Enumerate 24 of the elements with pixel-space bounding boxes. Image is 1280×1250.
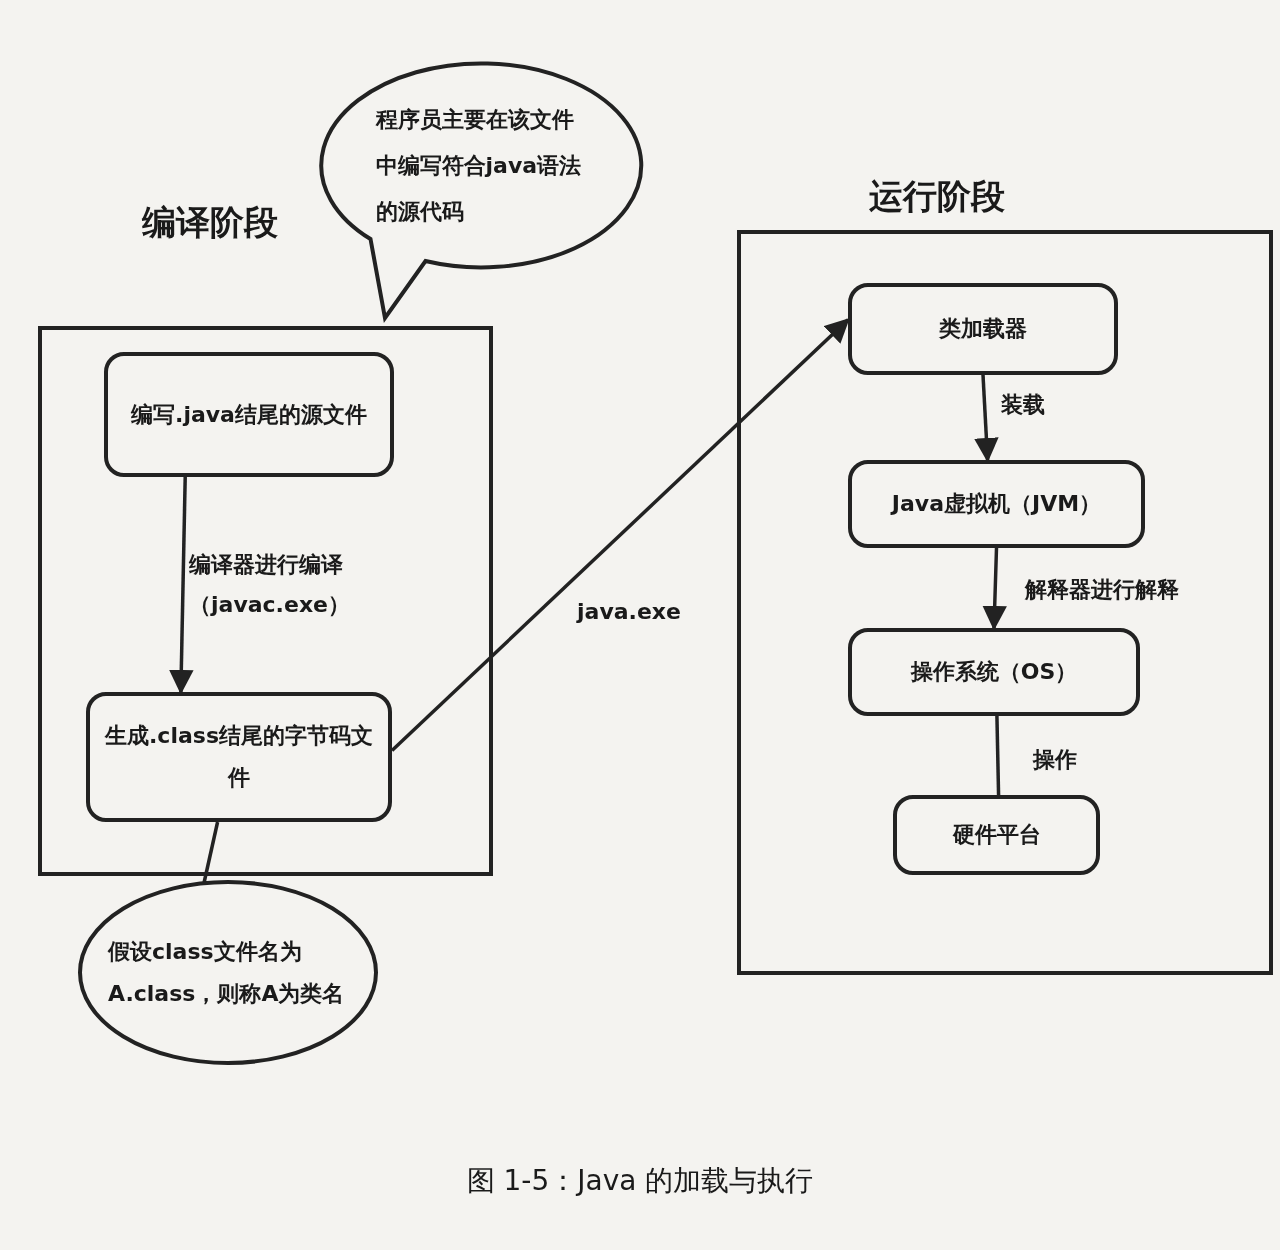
speech-bubble [318, 60, 643, 322]
process-box [848, 283, 1118, 375]
box-text: 编写.java结尾的源文件 [131, 400, 367, 429]
note-text: 假设class文件名为A.class，则称A为类名 [108, 937, 346, 1008]
arrow [974, 374, 999, 463]
box-text: 操作系统（OS） [910, 658, 1078, 687]
process-box [893, 795, 1100, 875]
connector-line [995, 715, 1001, 796]
box-text: Java虚拟机（JVM） [891, 490, 1102, 519]
arrow [169, 476, 194, 695]
process-box [104, 352, 394, 477]
stage-heading: 编译阶段 [142, 201, 278, 244]
process-box [848, 628, 1140, 716]
box-text: 类加载器 [939, 315, 1027, 344]
process-box [848, 460, 1145, 548]
stage-heading: 运行阶段 [869, 175, 1005, 218]
arrow [390, 318, 850, 752]
figure-caption: 图 1-5：Java 的加载与执行 [465, 1163, 815, 1199]
note-ellipse [78, 880, 378, 1065]
arrow [982, 547, 1007, 631]
process-box [86, 692, 392, 822]
note-text: 程序员主要在该文件中编写符合java语法的源代码 [375, 105, 583, 227]
box-text: 硬件平台 [952, 821, 1041, 850]
box-text: 生成.class结尾的字节码文件 [104, 722, 374, 792]
